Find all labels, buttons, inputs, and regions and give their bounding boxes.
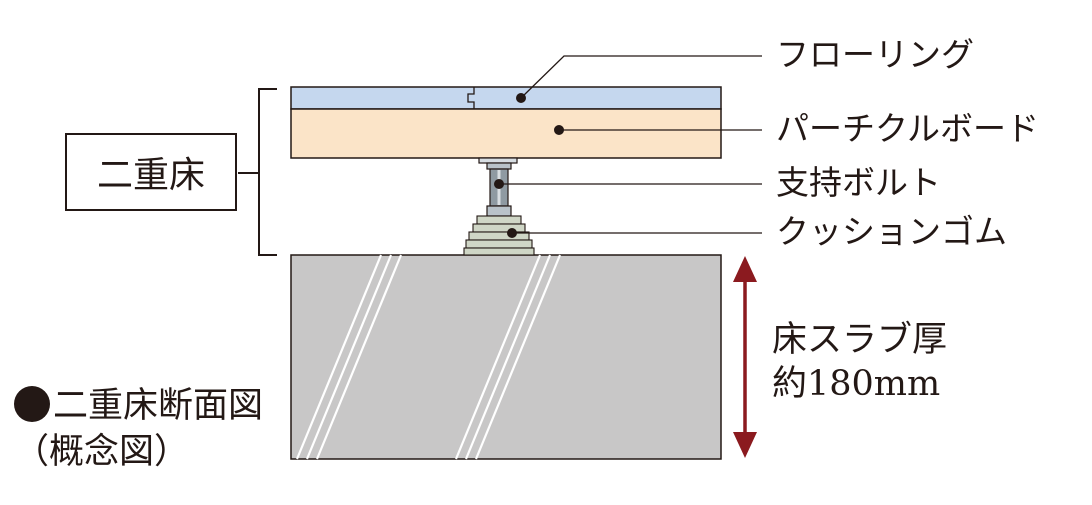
leader-support-bolt xyxy=(494,179,762,189)
slab-thickness-label: 床スラブ厚 約180mm xyxy=(772,318,947,406)
particle-board-layer xyxy=(290,108,722,159)
label-particle-board: パーチクルボード xyxy=(776,109,1040,148)
flooring-layer xyxy=(290,86,722,110)
label-cushion-rubber: クッションゴム xyxy=(776,212,1007,251)
double-floor-label: 二重床 xyxy=(96,155,205,196)
leader-particle-board xyxy=(554,125,762,135)
leader-flooring xyxy=(516,55,762,103)
caption-title: 二重床断面図 xyxy=(53,386,264,426)
label-support-bolt: 支持ボルト xyxy=(776,163,941,202)
double-floor-label-box: 二重床 xyxy=(65,133,237,211)
double-floor-bracket xyxy=(238,88,277,256)
slab-hatch-lines xyxy=(295,254,562,460)
slab-thickness-arrow xyxy=(733,256,757,458)
slab-thickness-line1: 床スラブ厚 xyxy=(772,320,948,360)
leader-cushion-rubber xyxy=(507,228,762,238)
cushion-rubber xyxy=(463,215,535,256)
flooring-joint xyxy=(467,87,475,109)
slab-thickness-line2: 約180mm xyxy=(772,364,941,404)
label-flooring: フローリング xyxy=(776,35,974,74)
bullet-icon xyxy=(14,386,50,422)
caption-subtitle: （概念図） xyxy=(14,432,190,472)
diagram-caption: 二重床断面図 （概念図） xyxy=(14,383,263,475)
support-bolt-assembly xyxy=(478,157,518,217)
concrete-slab xyxy=(290,254,722,460)
